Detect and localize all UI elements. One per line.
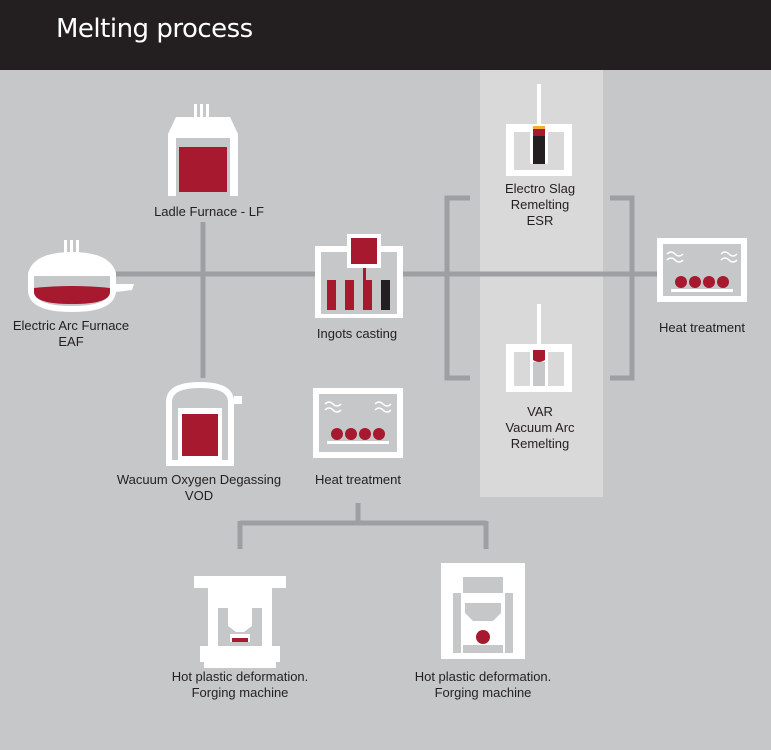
heat-treatment-furnace-icon — [657, 238, 747, 302]
node-label-lf: Ladle Furnace - LF — [154, 204, 264, 220]
node-label-heat-treatment-final: Heat treatment — [659, 320, 745, 336]
forging-press-icon — [194, 576, 286, 668]
node-label-eaf: Electric Arc Furnace EAF — [13, 318, 129, 350]
remelt-bracket-left — [444, 195, 470, 381]
label-line: Remelting — [510, 436, 570, 451]
label-line: Vacuum Arc — [505, 420, 575, 435]
label-line: Hot plastic deformation. — [171, 669, 309, 684]
node-label-forging-1: Hot plastic deformation. Forging machine — [172, 669, 309, 701]
label-line: Ladle Furnace - LF — [154, 204, 264, 219]
node-label-esr: Electro Slag Remelting ESR — [505, 181, 575, 229]
remelt-bracket-right — [610, 195, 635, 381]
forging-split-connector — [237, 503, 489, 549]
header-bar: Melting process — [0, 0, 771, 70]
label-line: Wacuum Oxygen Degassing — [116, 472, 282, 487]
node-label-heat-treatment: Heat treatment — [315, 472, 401, 488]
label-line: Heat treatment — [315, 472, 401, 487]
node-label-ingots: Ingots casting — [317, 326, 397, 342]
label-line: Hot plastic deformation. — [414, 669, 552, 684]
label-line: EAF — [58, 334, 84, 349]
esr-icon — [506, 84, 572, 176]
page-title: Melting process — [56, 14, 253, 44]
label-line: Forging machine — [434, 685, 532, 700]
label-line: Heat treatment — [659, 320, 745, 335]
label-line: Electro Slag — [504, 181, 576, 196]
label-line: Electric Arc Furnace — [12, 318, 130, 333]
ingot-casting-icon — [315, 234, 403, 318]
label-line: Ingots casting — [316, 326, 398, 341]
node-label-var: VAR Vacuum Arc Remelting — [505, 404, 574, 452]
ladle-furnace-icon — [168, 104, 238, 196]
node-label-forging-2: Hot plastic deformation. Forging machine — [415, 669, 552, 701]
label-line: Remelting — [510, 197, 570, 212]
node-label-vod: Wacuum Oxygen Degassing VOD — [117, 472, 281, 504]
connectors — [115, 195, 658, 549]
label-line: VOD — [184, 488, 214, 503]
var-icon — [506, 304, 572, 392]
heat-treatment-furnace-icon — [313, 388, 403, 458]
label-line: ESR — [526, 213, 554, 228]
electric-arc-furnace-icon — [28, 240, 134, 312]
vod-vessel-icon — [166, 382, 242, 466]
label-line: VAR — [527, 404, 553, 419]
label-line: Forging machine — [191, 685, 289, 700]
forging-press-icon — [441, 563, 525, 659]
